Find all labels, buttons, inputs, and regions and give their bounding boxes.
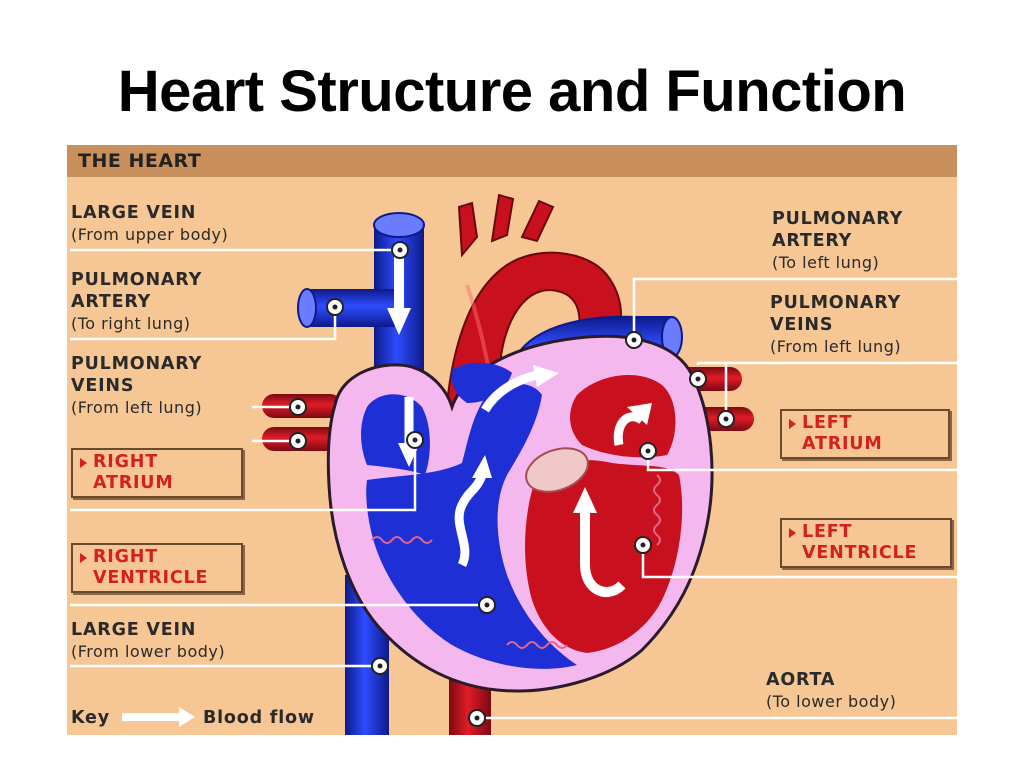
- label-pulmonary-veins-left-note: (From left lung): [71, 398, 203, 417]
- label-pulmonary-veins-right: PULMONARY VEINS (From left lung): [770, 292, 901, 358]
- label-pulmonary-veins-right-note: (From left lung): [770, 337, 902, 356]
- label-pulmonary-veins-right-line2: VEINS: [770, 315, 834, 335]
- label-large-vein-lower-note: (From lower body): [71, 642, 226, 661]
- label-pulmonary-artery-right: PULMONARY ARTERY (To right lung): [71, 269, 202, 335]
- heart-illustration: [70, 193, 957, 735]
- label-large-vein-lower: LARGE VEIN (From lower body): [71, 619, 225, 663]
- label-right-ventricle-line1: RIGHT: [93, 547, 158, 567]
- label-pulmonary-artery-left: PULMONARY ARTERY (To left lung): [772, 208, 903, 274]
- label-large-vein-upper-name: LARGE VEIN: [71, 203, 197, 223]
- label-right-atrium-line1: RIGHT: [93, 452, 158, 472]
- key-description-text: Blood flow: [203, 708, 315, 728]
- label-large-vein-lower-name: LARGE VEIN: [71, 620, 197, 640]
- label-pulmonary-veins-left: PULMONARY VEINS (From left lung): [71, 353, 202, 419]
- mitral-valve: [525, 447, 589, 493]
- label-right-atrium-line2: ATRIUM: [93, 473, 174, 493]
- panel-header-title: THE HEART: [78, 150, 202, 172]
- triangle-icon: [789, 528, 796, 538]
- label-left-ventricle-line1: LEFT: [802, 522, 853, 542]
- triangle-icon: [80, 458, 87, 468]
- label-pulmonary-artery-left-line2: ARTERY: [772, 231, 853, 251]
- key-arrow-icon: [122, 707, 195, 727]
- key-label-text: Key: [71, 708, 110, 728]
- pointer-target-dots: [295, 247, 729, 721]
- label-right-ventricle: RIGHT VENTRICLE: [71, 543, 243, 593]
- label-aorta: AORTA (To lower body): [766, 669, 896, 713]
- label-pulmonary-artery-left-note: (To left lung): [772, 253, 880, 272]
- label-large-vein-upper: LARGE VEIN (From upper body): [71, 202, 228, 246]
- label-aorta-name: AORTA: [766, 670, 836, 690]
- right-pulmonary-artery: [297, 288, 397, 328]
- panel-header: THE HEART: [67, 145, 957, 177]
- label-left-atrium-line1: LEFT: [802, 413, 853, 433]
- label-pulmonary-artery-right-line1: PULMONARY: [71, 270, 203, 290]
- label-right-atrium: RIGHT ATRIUM: [71, 448, 243, 498]
- label-aorta-note: (To lower body): [766, 692, 897, 711]
- label-left-atrium-line2: ATRIUM: [802, 434, 883, 454]
- label-pulmonary-artery-right-line2: ARTERY: [71, 292, 152, 312]
- label-pulmonary-veins-left-line2: VEINS: [71, 376, 135, 396]
- left-heart-chambers: [525, 374, 683, 653]
- label-pulmonary-artery-left-line1: PULMONARY: [772, 209, 904, 229]
- label-left-ventricle: LEFT VENTRICLE: [780, 518, 952, 568]
- heart-diagram-panel: THE HEART: [67, 145, 957, 735]
- slide-title: Heart Structure and Function: [117, 59, 907, 124]
- triangle-icon: [789, 419, 796, 429]
- heart-wall-texture: [371, 474, 661, 649]
- key-description: Blood flow: [203, 707, 315, 729]
- key-label: Key: [71, 707, 110, 729]
- label-left-ventricle-line2: VENTRICLE: [802, 543, 918, 563]
- label-left-atrium: LEFT ATRIUM: [780, 409, 950, 459]
- label-pulmonary-artery-right-note: (To right lung): [71, 314, 191, 333]
- triangle-icon: [80, 553, 87, 563]
- label-large-vein-upper-note: (From upper body): [71, 225, 229, 244]
- label-pulmonary-veins-right-line1: PULMONARY: [770, 293, 902, 313]
- label-pulmonary-veins-left-line1: PULMONARY: [71, 354, 203, 374]
- label-right-ventricle-line2: VENTRICLE: [93, 568, 209, 588]
